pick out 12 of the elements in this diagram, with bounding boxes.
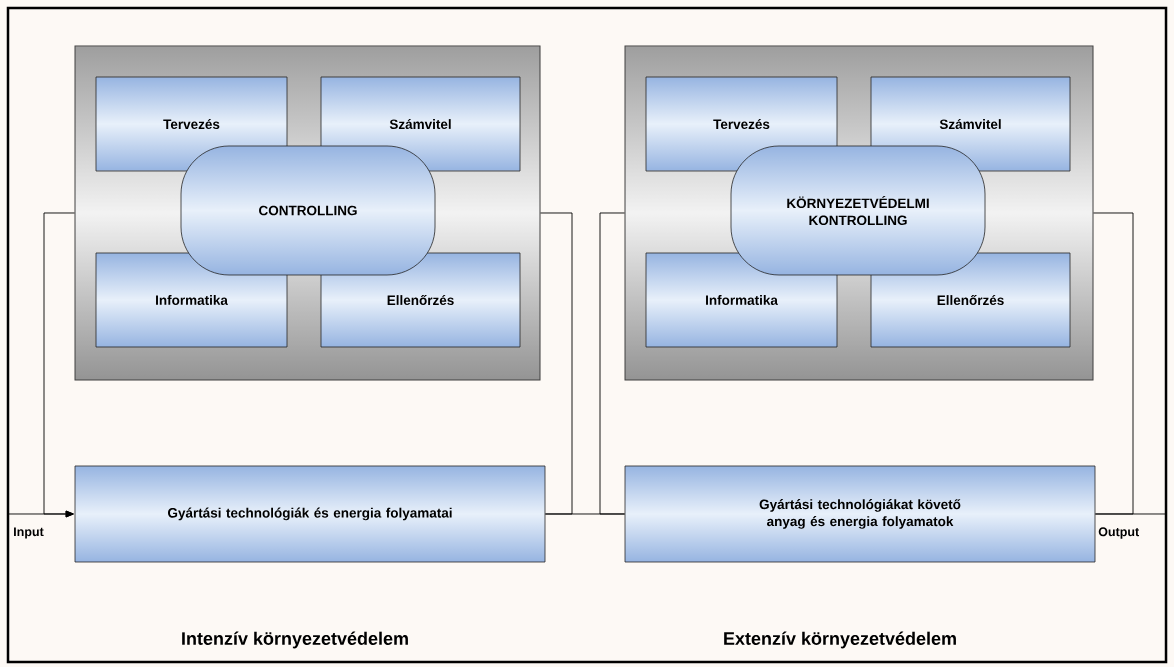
connector [1094, 513, 1166, 515]
rounded-box: CONTROLLING [180, 145, 436, 276]
connector [540, 212, 573, 515]
process-box: Gyártási technológiákat követő anyag és energia folyamatok [624, 465, 1096, 563]
rounded-box: KÖRNYEZETVÉDELMI KONTROLLING [730, 145, 986, 276]
section-label: Extenzív környezetvédelem [724, 631, 956, 649]
connector [599, 212, 626, 515]
section-label: Intenzív környezetvédelem [182, 631, 408, 649]
process-box: Gyártási technológiák és energia folyamatai [74, 465, 546, 563]
io-label: Input [14, 527, 44, 539]
connector [1093, 212, 1134, 515]
connector [43, 212, 75, 518]
